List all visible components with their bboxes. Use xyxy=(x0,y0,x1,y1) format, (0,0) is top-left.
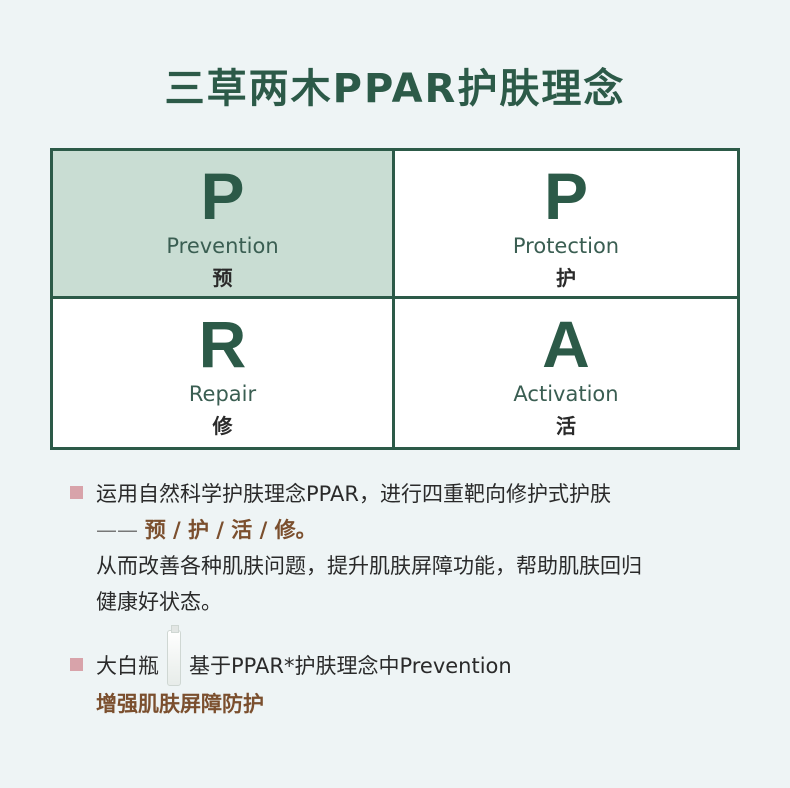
cell-word: Activation xyxy=(513,382,619,406)
dash: —— xyxy=(96,518,145,542)
bullet-ppar-concept: 运用自然科学护肤理念PPAR，进行四重靶向修护式护肤 —— 预 / 护 / 活 … xyxy=(70,476,642,620)
bottle-image xyxy=(167,625,181,686)
product-name: 大白瓶 xyxy=(96,654,159,678)
bullet-square-icon xyxy=(70,658,83,671)
cell-letter: P xyxy=(200,159,245,233)
cell-chinese: 活 xyxy=(556,414,576,438)
accent-text: 增强肌肤屏障防护 xyxy=(96,692,264,716)
bullet-line: 运用自然科学护肤理念PPAR，进行四重靶向修护式护肤 xyxy=(96,482,611,506)
ppar-grid: P Prevention 预 P Protection 护 R Repair 修… xyxy=(50,148,740,450)
bullet-line: 从而改善各种肌肤问题，提升肌肤屏障功能，帮助肌肤回归 xyxy=(96,554,642,578)
bullet-line: —— 预 / 护 / 活 / 修。 xyxy=(96,512,642,548)
bullet-text: 运用自然科学护肤理念PPAR，进行四重靶向修护式护肤 —— 预 / 护 / 活 … xyxy=(96,476,642,620)
cell-word: Prevention xyxy=(166,234,279,258)
bullet-product: 大白瓶 基于PPAR*护肤理念中Prevention 增强肌肤屏障防护 xyxy=(70,625,512,722)
bullet-text: 大白瓶 基于PPAR*护肤理念中Prevention 增强肌肤屏障防护 xyxy=(96,625,512,722)
cell-letter: R xyxy=(198,307,247,381)
bullet-line: 健康好状态。 xyxy=(96,590,222,614)
cell-chinese: 护 xyxy=(556,266,576,290)
cell-repair: R Repair 修 xyxy=(53,299,395,447)
cell-letter: P xyxy=(543,159,589,233)
cell-chinese: 预 xyxy=(212,266,233,290)
page-title: 三草两木PPAR护肤理念 xyxy=(164,66,626,112)
product-description: 基于PPAR*护肤理念中Prevention xyxy=(189,654,512,678)
cell-word: Repair xyxy=(188,382,257,406)
cell-activation: A Activation 活 xyxy=(395,299,737,447)
cell-prevention: P Prevention 预 xyxy=(53,151,395,299)
cell-word: Protection xyxy=(512,234,620,258)
bullet-line: 大白瓶 基于PPAR*护肤理念中Prevention xyxy=(96,625,512,686)
bullet-square-icon xyxy=(70,486,83,499)
accent-text: 预 / 护 / 活 / 修。 xyxy=(144,518,317,542)
cell-letter: A xyxy=(542,307,590,381)
cell-chinese: 修 xyxy=(212,414,233,438)
cell-protection: P Protection 护 xyxy=(395,151,737,299)
